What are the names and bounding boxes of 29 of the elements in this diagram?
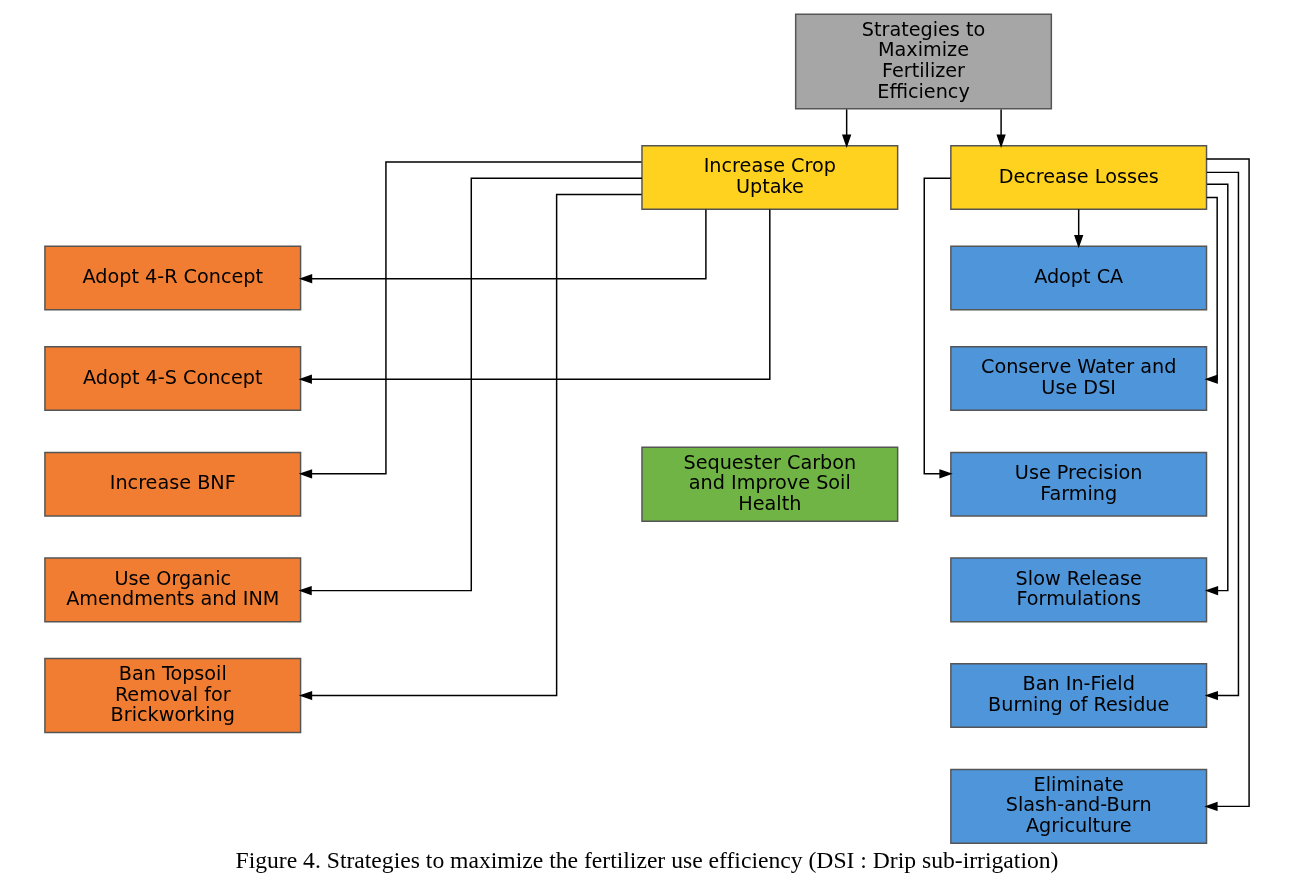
arrow bbox=[298, 208, 707, 284]
node-box: Adopt 4-S Concept bbox=[44, 346, 302, 412]
node-box: Slow Release Formulations bbox=[950, 557, 1208, 623]
arrow bbox=[298, 177, 643, 596]
arrow bbox=[298, 193, 643, 701]
node-box: Decrease Losses bbox=[950, 145, 1208, 211]
arrow bbox=[1204, 158, 1250, 812]
arrow bbox=[1204, 196, 1218, 384]
node-box: Use Precision Farming bbox=[950, 451, 1208, 517]
node-box: Eliminate Slash-and-Burn Agriculture bbox=[950, 768, 1208, 845]
arrow bbox=[842, 108, 852, 148]
arrow bbox=[1204, 171, 1240, 701]
node-box: Adopt 4-R Concept bbox=[44, 245, 302, 311]
node-box: Ban In-Field Burning of Residue bbox=[950, 663, 1208, 729]
arrow bbox=[298, 161, 643, 479]
node-box: Use Organic Amendments and INM bbox=[44, 557, 302, 623]
node-box: Conserve Water and Use DSI bbox=[950, 346, 1208, 412]
node-box: Ban Topsoil Removal for Brickworking bbox=[44, 657, 302, 734]
arrow bbox=[1204, 183, 1229, 596]
arrow bbox=[298, 208, 771, 384]
arrow bbox=[996, 108, 1006, 148]
node-box: Strategies to Maximize Fertilizer Efficiency bbox=[794, 13, 1053, 110]
arrow bbox=[923, 177, 953, 479]
node-box: Sequester Carbon and Improve Soil Health bbox=[641, 446, 899, 522]
node-box: Adopt CA bbox=[950, 245, 1208, 311]
node-box: Increase Crop Uptake bbox=[641, 145, 899, 211]
node-box: Increase BNF bbox=[44, 451, 302, 517]
caption: Figure 4. Strategies to maximize the fertilizer use efficiency (DSI : Drip sub-irrigation) bbox=[235, 847, 1059, 874]
arrow bbox=[1074, 208, 1084, 249]
